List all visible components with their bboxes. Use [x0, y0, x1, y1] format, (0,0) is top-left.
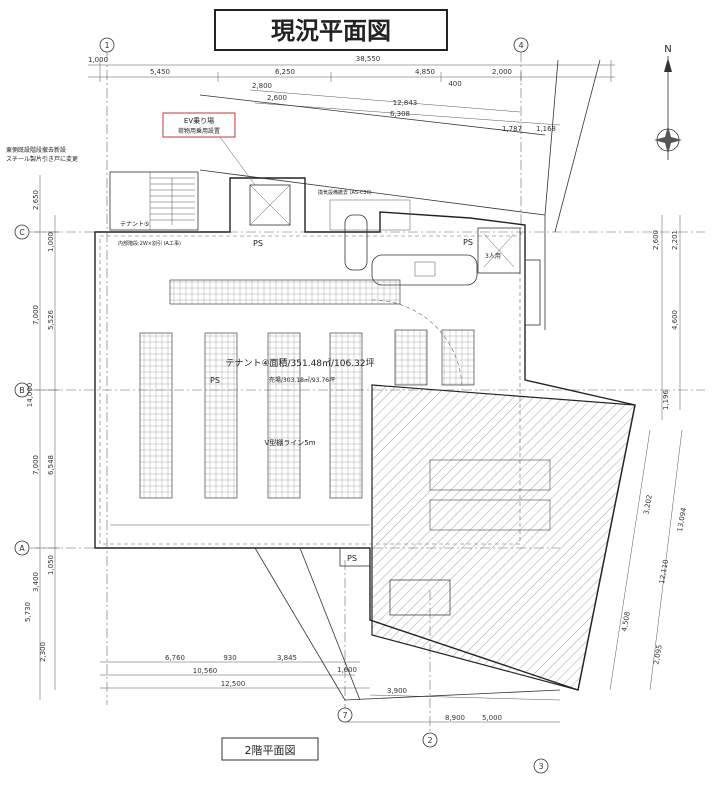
dim-text: 6,548	[47, 455, 55, 475]
dim-text: 3,202	[642, 494, 653, 515]
stair	[109, 171, 199, 231]
dim-text: 3,900	[387, 687, 407, 695]
ev-callout: EV乗り場 荷物用乗用設置	[162, 112, 256, 186]
dim-text: 930	[223, 654, 236, 662]
inner-boundary	[99, 235, 521, 545]
elevator-shaft	[249, 184, 291, 226]
svg-text:B: B	[19, 386, 25, 395]
ps-label: PS	[253, 239, 263, 248]
dim-text: 2,650	[32, 190, 40, 210]
ev-title: EV乗り場	[184, 116, 214, 125]
lower-structure	[254, 547, 561, 701]
dim-text: 14,000	[26, 383, 34, 408]
dim-text: 5,450	[150, 68, 170, 76]
grid-bubble-2: 2	[422, 732, 438, 748]
dim-text: 2,095	[652, 644, 663, 665]
dim-text: 2,201	[671, 230, 679, 250]
svg-text:1: 1	[104, 41, 109, 50]
dim-text: 1,196	[662, 389, 670, 410]
note-line-1: 東側既設階段撤去新設	[6, 146, 66, 154]
dim-text: 13,094	[676, 506, 688, 532]
dim-text: 5,730	[24, 602, 32, 622]
equipment-label: 換気設備撤去 (AS-C30)	[318, 189, 372, 196]
inner-stair-label: 内部階段:2W×割引 (A工事)	[118, 240, 181, 247]
dim-text: 400	[448, 80, 461, 88]
tenant-area-label: テナント④面積/351.48㎡/106.32坪	[225, 357, 374, 369]
dim-text: 2,800	[252, 82, 272, 90]
dim-text: 3,845	[277, 654, 297, 662]
grid-bubble-1: 1	[99, 37, 115, 53]
ev-subtitle: 荷物用乗用設置	[178, 127, 220, 135]
hatched-fixtures	[389, 459, 551, 616]
north-arrow-icon: N	[654, 44, 682, 160]
ps-label: PS	[347, 554, 357, 563]
grid-bubbles: 1 4 C B A 7 2 3	[14, 37, 549, 774]
svg-text:A: A	[19, 544, 25, 553]
dim-text: 7,000	[32, 305, 40, 325]
floor-label-box: 2階平面図	[221, 737, 319, 761]
shelf-line-label: V型棚ライン5m	[264, 438, 315, 447]
hatched-area	[371, 384, 636, 691]
grid-bubble-a: A	[14, 540, 30, 556]
dim-text: 1,787	[502, 125, 522, 133]
top-dimensions: 38,550 1,000 5,450 6,250 4,850 2,000 2,8…	[88, 55, 615, 133]
dim-text: 4,850	[415, 68, 435, 76]
dim-text: 2,300	[39, 642, 47, 662]
building-outline	[94, 177, 636, 691]
grid-bubble-3: 3	[533, 758, 549, 774]
dim-text: 4,508	[620, 611, 631, 632]
tenant5-label: テナント⑤	[120, 221, 149, 228]
right-dimensions: 2,600 2,201 4,600 1,196 3,202 13,094 12,…	[609, 215, 688, 691]
dim-text: 1,000	[47, 232, 55, 252]
dim-text: 10,560	[193, 667, 218, 675]
ps-label: PS	[463, 238, 473, 247]
svg-text:2: 2	[427, 736, 432, 745]
bottom-dimensions: 6,760 930 3,845 1,600 10,560 12,500 3,90…	[100, 654, 561, 723]
ev-capacity-label: 3人用	[485, 253, 501, 260]
dim-text: 4,600	[671, 310, 679, 330]
sales-area-label: 売場/303.18㎡/93.76坪	[269, 376, 335, 384]
title-text: 現況平面図	[271, 17, 391, 45]
dim-text: 5,526	[47, 309, 55, 330]
dim-text: 12,500	[221, 680, 246, 688]
dim-text: 2,600	[267, 94, 287, 102]
dim-text: 12,110	[658, 559, 670, 585]
ps-label: PS	[210, 376, 220, 385]
grid-lines	[30, 52, 705, 733]
dim-overall: 38,550	[356, 55, 381, 63]
dim-text: 7,000	[32, 455, 40, 475]
equipment-area	[329, 199, 478, 286]
dim-text: 12,843	[393, 99, 418, 107]
dim-text: 6,250	[275, 68, 295, 76]
drawing-title: 現況平面図	[214, 9, 448, 51]
dim-text: 8,900	[445, 714, 465, 722]
dim-text: 3,400	[32, 572, 40, 592]
svg-text:7: 7	[342, 711, 347, 720]
grid-bubble-c: C	[14, 224, 30, 240]
dim-text: 5,000	[482, 714, 502, 722]
svg-text:4: 4	[518, 41, 523, 50]
dim-text: 6,760	[165, 654, 185, 662]
svg-text:C: C	[19, 228, 25, 237]
fixtures	[110, 279, 475, 526]
grid-bubble-7: 7	[337, 707, 353, 723]
dim-text: 1,168	[536, 125, 556, 133]
note-line-2: スチール製片引き戸に変更	[6, 155, 78, 163]
dim-text: 2,000	[492, 68, 512, 76]
north-label: N	[664, 44, 671, 55]
grid-bubble-b: B	[14, 382, 30, 398]
floor-label: 2階平面図	[245, 743, 296, 757]
dim-text: 2,600	[652, 230, 660, 250]
dim-text: 1,050	[47, 555, 55, 575]
grid-bubble-4: 4	[513, 37, 529, 53]
dim-text: 6,308	[390, 110, 410, 118]
dim-text: 1,600	[337, 666, 357, 674]
elevator-shaft-right	[477, 227, 541, 326]
dim-text: 1,000	[88, 56, 108, 64]
svg-text:3: 3	[538, 762, 543, 771]
left-dimensions: 2,650 1,000 7,000 5,526 14,000 7,000 6,5…	[24, 175, 60, 700]
